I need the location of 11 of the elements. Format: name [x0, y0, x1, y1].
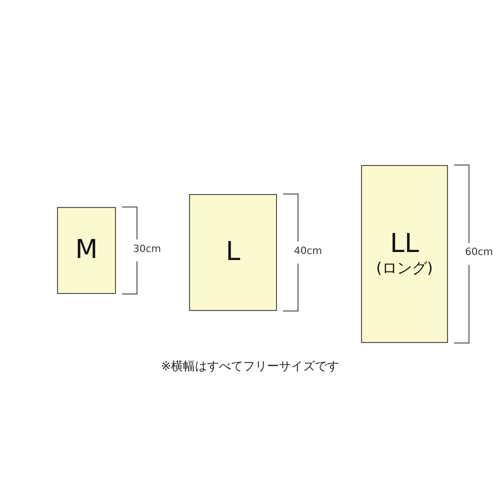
size-label: L	[226, 238, 240, 267]
size-box	[361, 165, 448, 343]
dimension-label: 30cm	[133, 244, 161, 254]
dimension-label: 60cm	[465, 247, 493, 258]
note-text: ※横幅はすべてフリーサイズです	[160, 358, 340, 375]
size-box	[189, 194, 277, 311]
size-note: (ロング)	[376, 258, 433, 278]
dimension-label: 40cm	[294, 246, 322, 256]
size-label: M	[75, 236, 98, 265]
size-label: LL	[390, 230, 419, 259]
size-box	[57, 207, 116, 294]
